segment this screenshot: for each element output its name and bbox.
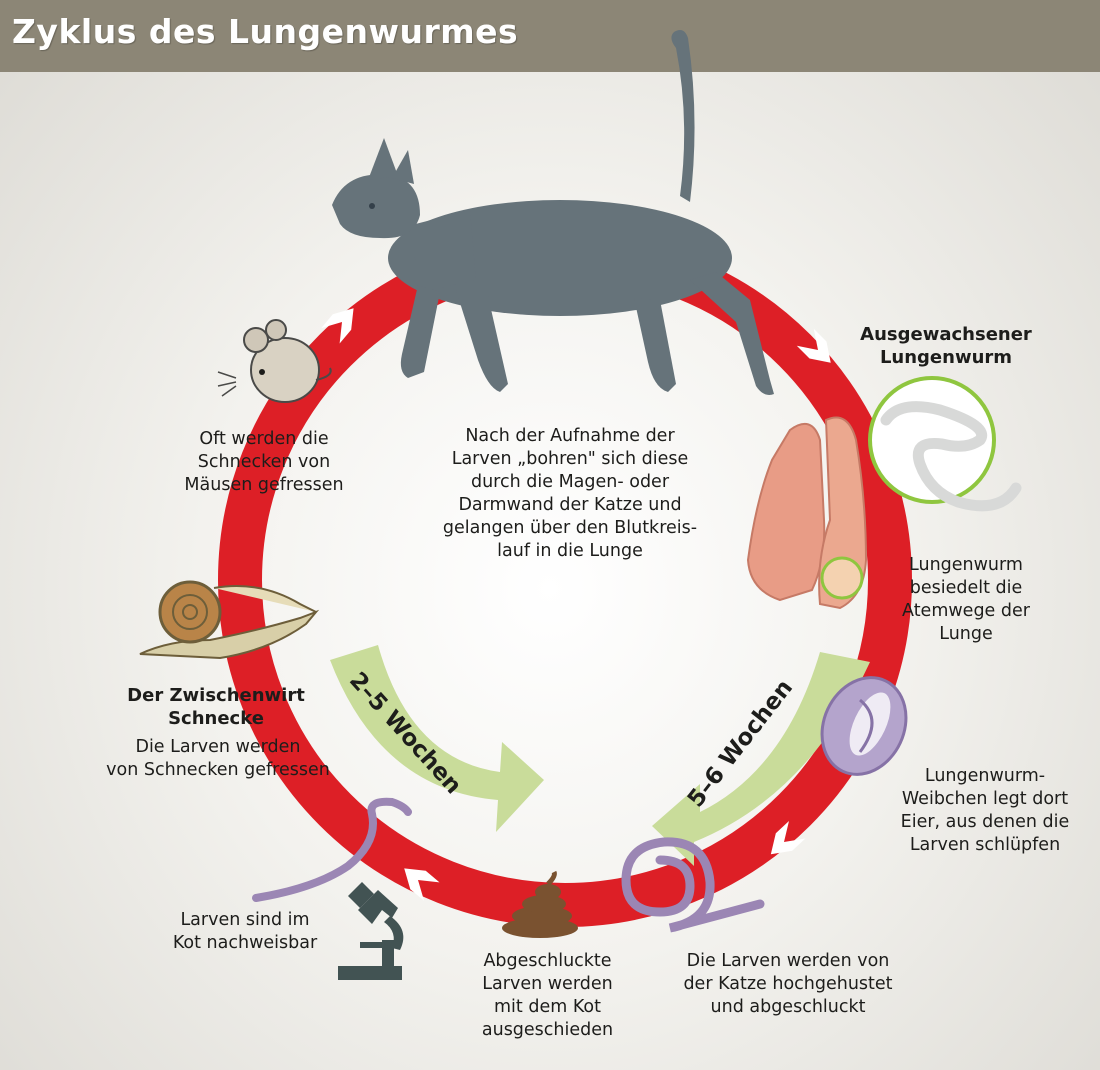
header-bar: Zyklus des Lungenwurmes xyxy=(0,0,1100,72)
feces-icon xyxy=(502,870,578,938)
chevron-marker xyxy=(796,328,831,363)
microscope-icon xyxy=(338,882,404,980)
coiled-larva-icon xyxy=(621,837,765,933)
detectable-description: Larven sind im Kot nachweisbar xyxy=(172,910,318,953)
lungworm-magnified-icon xyxy=(868,376,1022,512)
page-title: Zyklus des Lungenwurmes xyxy=(12,12,519,51)
female-worm-description: Lungenwurm- Weibchen legt dort Eier, aus… xyxy=(900,766,1070,855)
week-label-left: 2–5 Wochen xyxy=(344,667,466,799)
cat-illustration xyxy=(332,30,774,395)
lung-icon xyxy=(746,416,868,610)
lung-description: Lungenwurm besiedelt die Atemwege der Lu… xyxy=(902,555,1030,644)
chevron-marker xyxy=(321,308,354,344)
worm-larva-icon xyxy=(252,797,412,902)
week-arrow-left: 2–5 Wochen xyxy=(330,645,544,832)
chevron-marker xyxy=(404,868,440,901)
snail-heading: Der Zwischenwirt Schnecke xyxy=(127,685,305,729)
chevron-marker xyxy=(770,820,806,855)
center-description: Nach der Aufnahme der Larven „bohren" si… xyxy=(442,426,698,561)
worm-egg-icon xyxy=(820,676,908,776)
coughed-up-description: Die Larven werden von der Katze hochgehu… xyxy=(683,951,893,1017)
excreted-description: Abgeschluckte Larven werden mit dem Kot … xyxy=(481,951,614,1040)
adult-worm-heading: Ausgewachsener Lungenwurm xyxy=(860,324,1032,368)
cycle-chevrons xyxy=(321,308,831,901)
mouse-description: Oft werden die Schnecken von Mäusen gefr… xyxy=(184,429,344,495)
snail-description: Die Larven werden von Schnecken gefresse… xyxy=(106,737,330,780)
mouse-icon xyxy=(217,319,332,403)
snail-icon xyxy=(139,580,320,660)
